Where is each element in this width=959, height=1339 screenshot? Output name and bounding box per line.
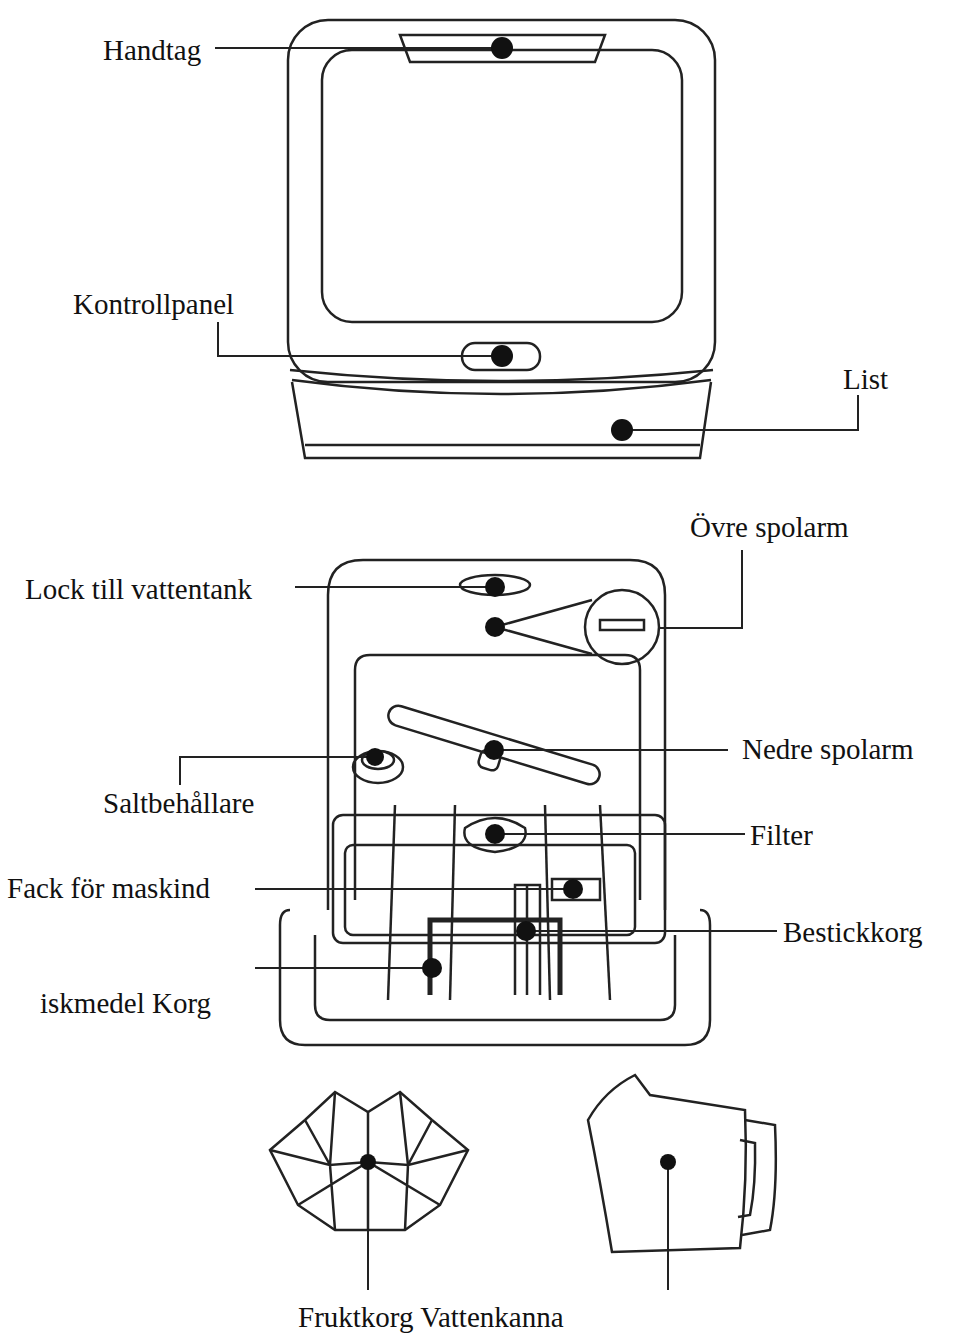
base-line — [292, 380, 711, 394]
part-label: Filter — [750, 818, 813, 852]
part-label: Lock till vattentank — [25, 572, 252, 606]
machine-body — [328, 560, 665, 910]
part-label: Övre spolarm — [690, 510, 849, 544]
base-line — [290, 370, 713, 381]
zoom-line — [495, 627, 592, 654]
part-label: Handtag — [103, 33, 201, 67]
basket-wire — [388, 805, 395, 1000]
part-label: Fack för maskind — [7, 871, 210, 905]
base-line — [305, 444, 700, 447]
callout-dots — [360, 37, 676, 1170]
part-label: Bestickkorg — [783, 915, 923, 949]
part-label: Kontrollpanel — [73, 287, 234, 321]
leader-lines — [180, 48, 858, 1290]
basket-wire — [450, 805, 455, 1000]
door-tray — [315, 935, 675, 1020]
base-shape — [292, 382, 711, 458]
kettle-shape — [588, 1075, 776, 1252]
part-label: Saltbehållare — [103, 786, 254, 820]
zoom-circle — [585, 590, 659, 664]
part-label: List — [843, 362, 888, 396]
part-label: iskmedel Korg — [40, 986, 211, 1020]
upper-arm-shape — [600, 620, 644, 630]
part-label: Fruktkorg Vattenkanna — [298, 1300, 564, 1334]
cutlery-basket-shape — [515, 885, 540, 995]
door-window — [322, 50, 682, 322]
machine-body — [288, 20, 715, 382]
part-label: Nedre spolarm — [742, 732, 914, 766]
lower-arm-shape — [381, 703, 602, 801]
zoom-line — [495, 600, 592, 627]
